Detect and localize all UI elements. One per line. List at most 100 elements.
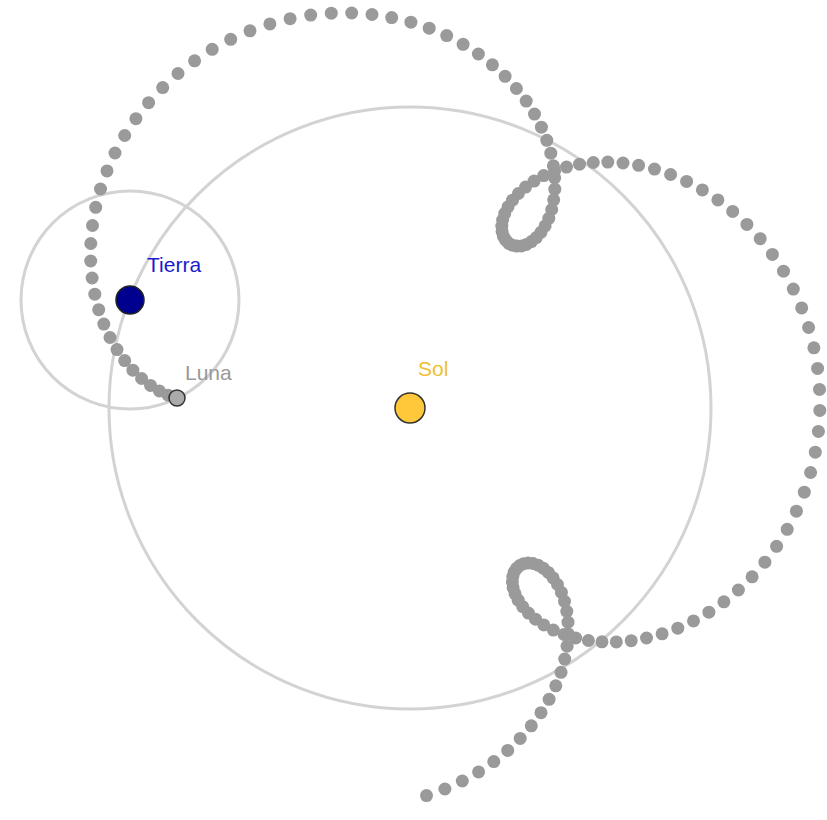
trajectory-dot [440, 29, 453, 42]
trajectory-dot [118, 354, 131, 367]
trajectory-dot [632, 159, 645, 172]
trajectory-dot [535, 121, 548, 134]
trajectory-dot [510, 82, 523, 95]
trajectory-dot [89, 201, 102, 214]
trajectory-dot [501, 744, 514, 757]
moon-orbit [21, 191, 239, 409]
trajectory-dot [543, 693, 556, 706]
trajectory-dot [188, 54, 201, 67]
trajectory-dot [544, 147, 557, 160]
trajectory-dot [795, 301, 808, 314]
trajectory-dot [244, 24, 257, 37]
trajectory-dot [617, 157, 630, 170]
trajectory-dot [404, 16, 417, 29]
trajectory-dot [664, 168, 677, 181]
trajectory-dot [499, 70, 512, 83]
trajectory-dot [711, 193, 724, 206]
trajectory-dot [94, 183, 107, 196]
trajectory-dot [587, 156, 600, 169]
trajectory-dot [790, 505, 803, 518]
trajectory-dot [206, 43, 219, 56]
trajectory-dot [656, 627, 669, 640]
trajectory-dot [101, 164, 114, 177]
trajectory-dot [560, 161, 573, 174]
trajectory-dot [97, 318, 110, 331]
trajectory-dot [770, 540, 783, 553]
sun [395, 393, 425, 423]
trajectory-dot [540, 134, 553, 147]
trajectory-dot [813, 383, 826, 396]
sun-label: Sol [418, 357, 448, 381]
trajectory-dot [740, 218, 753, 231]
moon [169, 390, 185, 406]
trajectory-dot [224, 33, 237, 46]
trajectory-dot [802, 321, 815, 334]
trajectory-dot [787, 283, 800, 296]
moon-trajectory [84, 7, 826, 803]
trajectory-dot [671, 622, 684, 635]
trajectory-dot [555, 666, 568, 679]
trajectory-dot [457, 38, 470, 51]
trajectory-dot [746, 570, 759, 583]
trajectory-dot [142, 96, 155, 109]
trajectory-dot [561, 640, 574, 653]
trajectory-dot [487, 755, 500, 768]
trajectory-dot [812, 425, 825, 438]
trajectory-dot [528, 108, 541, 121]
trajectory-dot [118, 129, 131, 142]
trajectory-dot [640, 632, 653, 645]
trajectory-dot [549, 679, 562, 692]
trajectory-dot [129, 112, 142, 125]
trajectory-dot [472, 48, 485, 61]
trajectory-dot [798, 486, 811, 499]
trajectory-dot [726, 205, 739, 218]
trajectory-dot [420, 789, 433, 802]
trajectory-dot [456, 775, 469, 788]
trajectory-dot [687, 614, 700, 627]
trajectory-dot [548, 164, 561, 177]
trajectory-dot [809, 446, 822, 459]
trajectory-dot [625, 634, 638, 647]
trajectory-dot [717, 595, 730, 608]
earth-orbit [109, 107, 711, 709]
earth [116, 286, 144, 314]
trajectory-dot [525, 719, 538, 732]
trajectory-dot [486, 58, 499, 71]
trajectory-dot [573, 158, 586, 171]
trajectory-dot [263, 17, 276, 30]
trajectory-dot [284, 12, 297, 25]
trajectory-dot [758, 556, 771, 569]
trajectory-dot [558, 653, 571, 666]
trajectory-dot [520, 95, 533, 108]
trajectory-dot [366, 8, 379, 21]
trajectory-dot [807, 341, 820, 354]
trajectory-dot [804, 466, 817, 479]
trajectory-dot [596, 635, 609, 648]
earth-label: Tierra [147, 253, 201, 277]
trajectory-dot [325, 7, 338, 20]
trajectory-dot [562, 627, 575, 640]
trajectory-dot [304, 9, 317, 22]
trajectory-dot [86, 219, 99, 232]
trajectory-dot [781, 523, 794, 536]
trajectory-dot [472, 765, 485, 778]
trajectory-dot [680, 175, 693, 188]
trajectory-dot [111, 343, 124, 356]
trajectory-dot [423, 22, 436, 35]
trajectory-dot [766, 248, 779, 261]
trajectory-dot [562, 616, 575, 629]
trajectory-dot [811, 362, 824, 375]
trajectory-dot [84, 255, 97, 268]
trajectory-dot [104, 331, 117, 344]
trajectory-dot [156, 81, 169, 94]
trajectory-dot [84, 237, 97, 250]
trajectory-dot [777, 265, 790, 278]
trajectory-dot [86, 272, 99, 285]
trajectory-dot [732, 584, 745, 597]
trajectory-dot [88, 288, 101, 301]
trajectory-dot [601, 156, 614, 169]
trajectory-dot [92, 303, 105, 316]
trajectory-dot [702, 606, 715, 619]
trajectory-dot [754, 232, 767, 245]
